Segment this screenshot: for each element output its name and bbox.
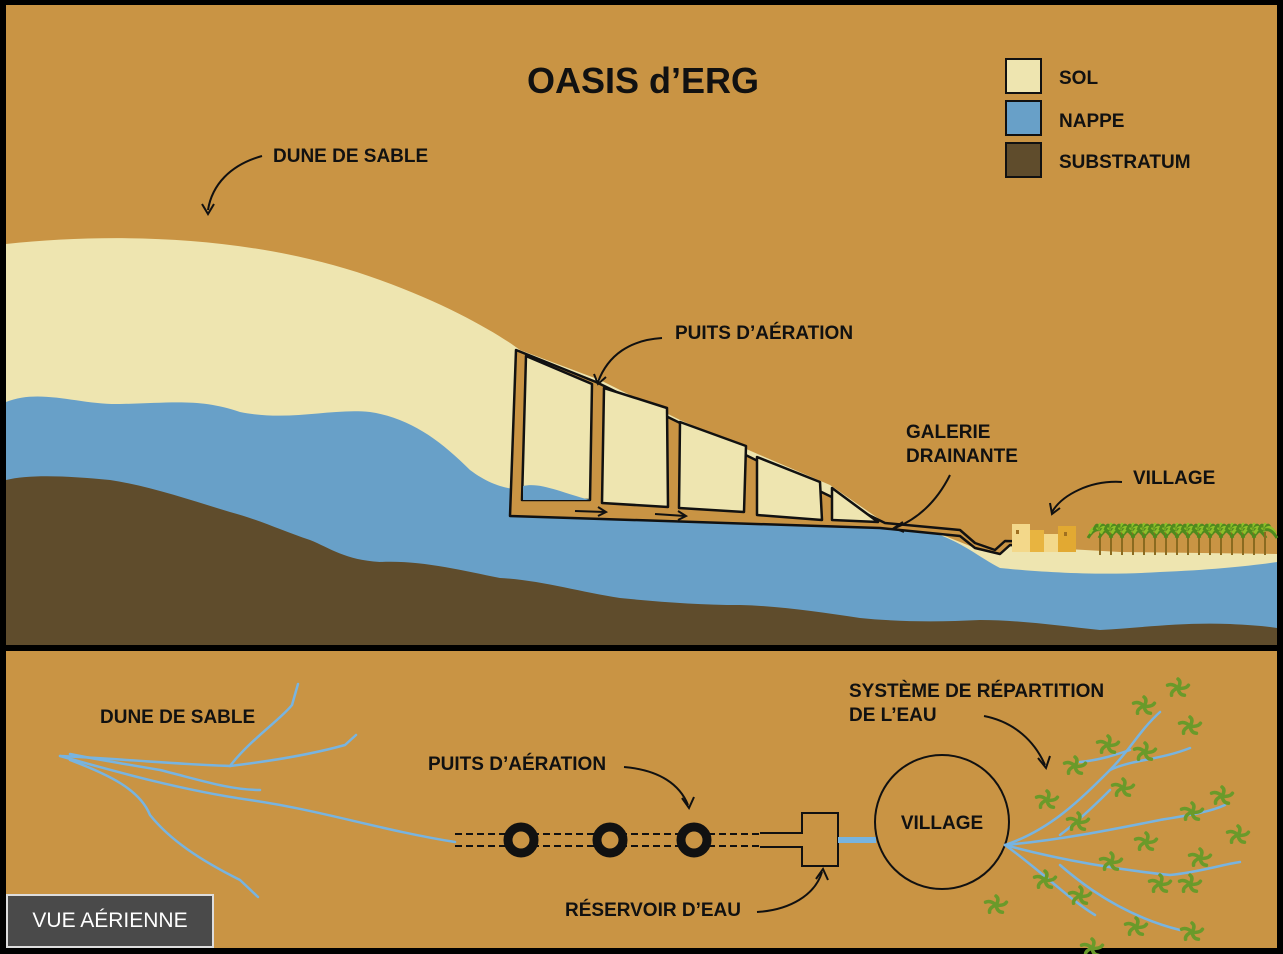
aerial-palm [1177, 715, 1203, 736]
gallery-label-line1: GALERIE [906, 422, 990, 443]
aerial-palms [983, 677, 1251, 954]
aerial-view-tag: VUE AÉRIENNE [6, 894, 214, 948]
aerial-palm [1034, 789, 1060, 810]
dune-arrow [207, 155, 263, 211]
palm-grove [1086, 522, 1279, 555]
aerial-palm [1225, 824, 1251, 845]
legend-swatch-substratum [1005, 142, 1042, 178]
shaft-cell-3 [677, 420, 748, 514]
aerial-palm [1165, 677, 1191, 698]
shaft-cell-5 [830, 486, 880, 524]
shafts-arrow [597, 337, 663, 383]
aerial-palm [1131, 695, 1157, 716]
aerial-palm [1123, 916, 1149, 937]
dune-streams [58, 682, 457, 899]
aerial-palm [1179, 801, 1205, 822]
aerial-shafts-label: PUITS D’AÉRATION [428, 753, 606, 775]
distribution-label-line2: DE L’EAU [849, 705, 937, 726]
aerial-palm [1179, 921, 1205, 942]
aerial-panel [6, 651, 1277, 948]
aerial-palm [1065, 811, 1091, 832]
aerial-palm [1147, 873, 1173, 894]
aerial-shaft-1 [503, 822, 539, 858]
distribution-arrow [983, 715, 1046, 766]
village-buildings [1012, 524, 1076, 552]
aerial-shafts-arrow [623, 766, 689, 806]
aerial-village-label: VILLAGE [901, 813, 983, 834]
aerial-palm [1177, 873, 1203, 894]
palm-tree [1251, 522, 1279, 555]
aerial-view: DUNE DE SABLE PUITS D’AÉRATION RÉSERVOIR… [58, 677, 1251, 954]
shaft-cell-2 [600, 386, 670, 509]
substratum-layer [6, 476, 1277, 645]
reservoir-label: RÉSERVOIR D’EAU [565, 899, 741, 921]
legend-swatch-nappe [1005, 100, 1042, 136]
gallery-arrow [894, 474, 951, 529]
gallery-label-line2: DRAINANTE [906, 446, 1018, 467]
drainage-gallery [508, 348, 1052, 556]
aerial-palm [1067, 885, 1093, 906]
aerial-palm [1133, 831, 1159, 852]
legend-label-sol: SOL [1059, 68, 1098, 89]
aerial-shafts [503, 822, 712, 858]
aerial-palm [1187, 847, 1213, 868]
aerial-dune-label: DUNE DE SABLE [100, 707, 255, 728]
aerial-palm [1079, 937, 1105, 954]
flow-arrows [574, 506, 689, 521]
aerial-palm [1098, 851, 1124, 872]
dune-label: DUNE DE SABLE [273, 146, 428, 167]
aerial-palm [1110, 777, 1136, 798]
legend-label-nappe: NAPPE [1059, 111, 1124, 132]
reservoir-arrow [756, 871, 823, 913]
aerial-shaft-2 [592, 822, 628, 858]
aerial-palm [1062, 755, 1088, 776]
shafts-label: PUITS D’AÉRATION [675, 322, 853, 344]
village-label: VILLAGE [1133, 468, 1215, 489]
gallery-water [523, 485, 590, 500]
aerial-shaft-3 [676, 822, 712, 858]
distribution-label-line1: SYSTÈME DE RÉPARTITION [849, 680, 1104, 702]
village-circle [874, 754, 1010, 890]
aerial-palm [983, 894, 1009, 915]
legend-swatch-sol [1005, 58, 1042, 94]
page-title: OASIS d’ERG [527, 60, 759, 101]
aerial-palm [1209, 785, 1235, 806]
aerial-palm [1095, 734, 1121, 755]
distribution-streams [1003, 710, 1242, 932]
shaft-cell-4 [755, 455, 824, 522]
legend-label-substratum: SUBSTRATUM [1059, 152, 1191, 173]
village-arrow [1051, 480, 1123, 513]
aerial-palm [1032, 869, 1058, 890]
legend: SOL NAPPE SUBSTRATUM [1005, 58, 1191, 178]
cross-section: OASIS d’ERG DUNE DE SABLE PUITS D’AÉRATI… [6, 60, 1279, 645]
aerial-palm [1132, 741, 1158, 762]
